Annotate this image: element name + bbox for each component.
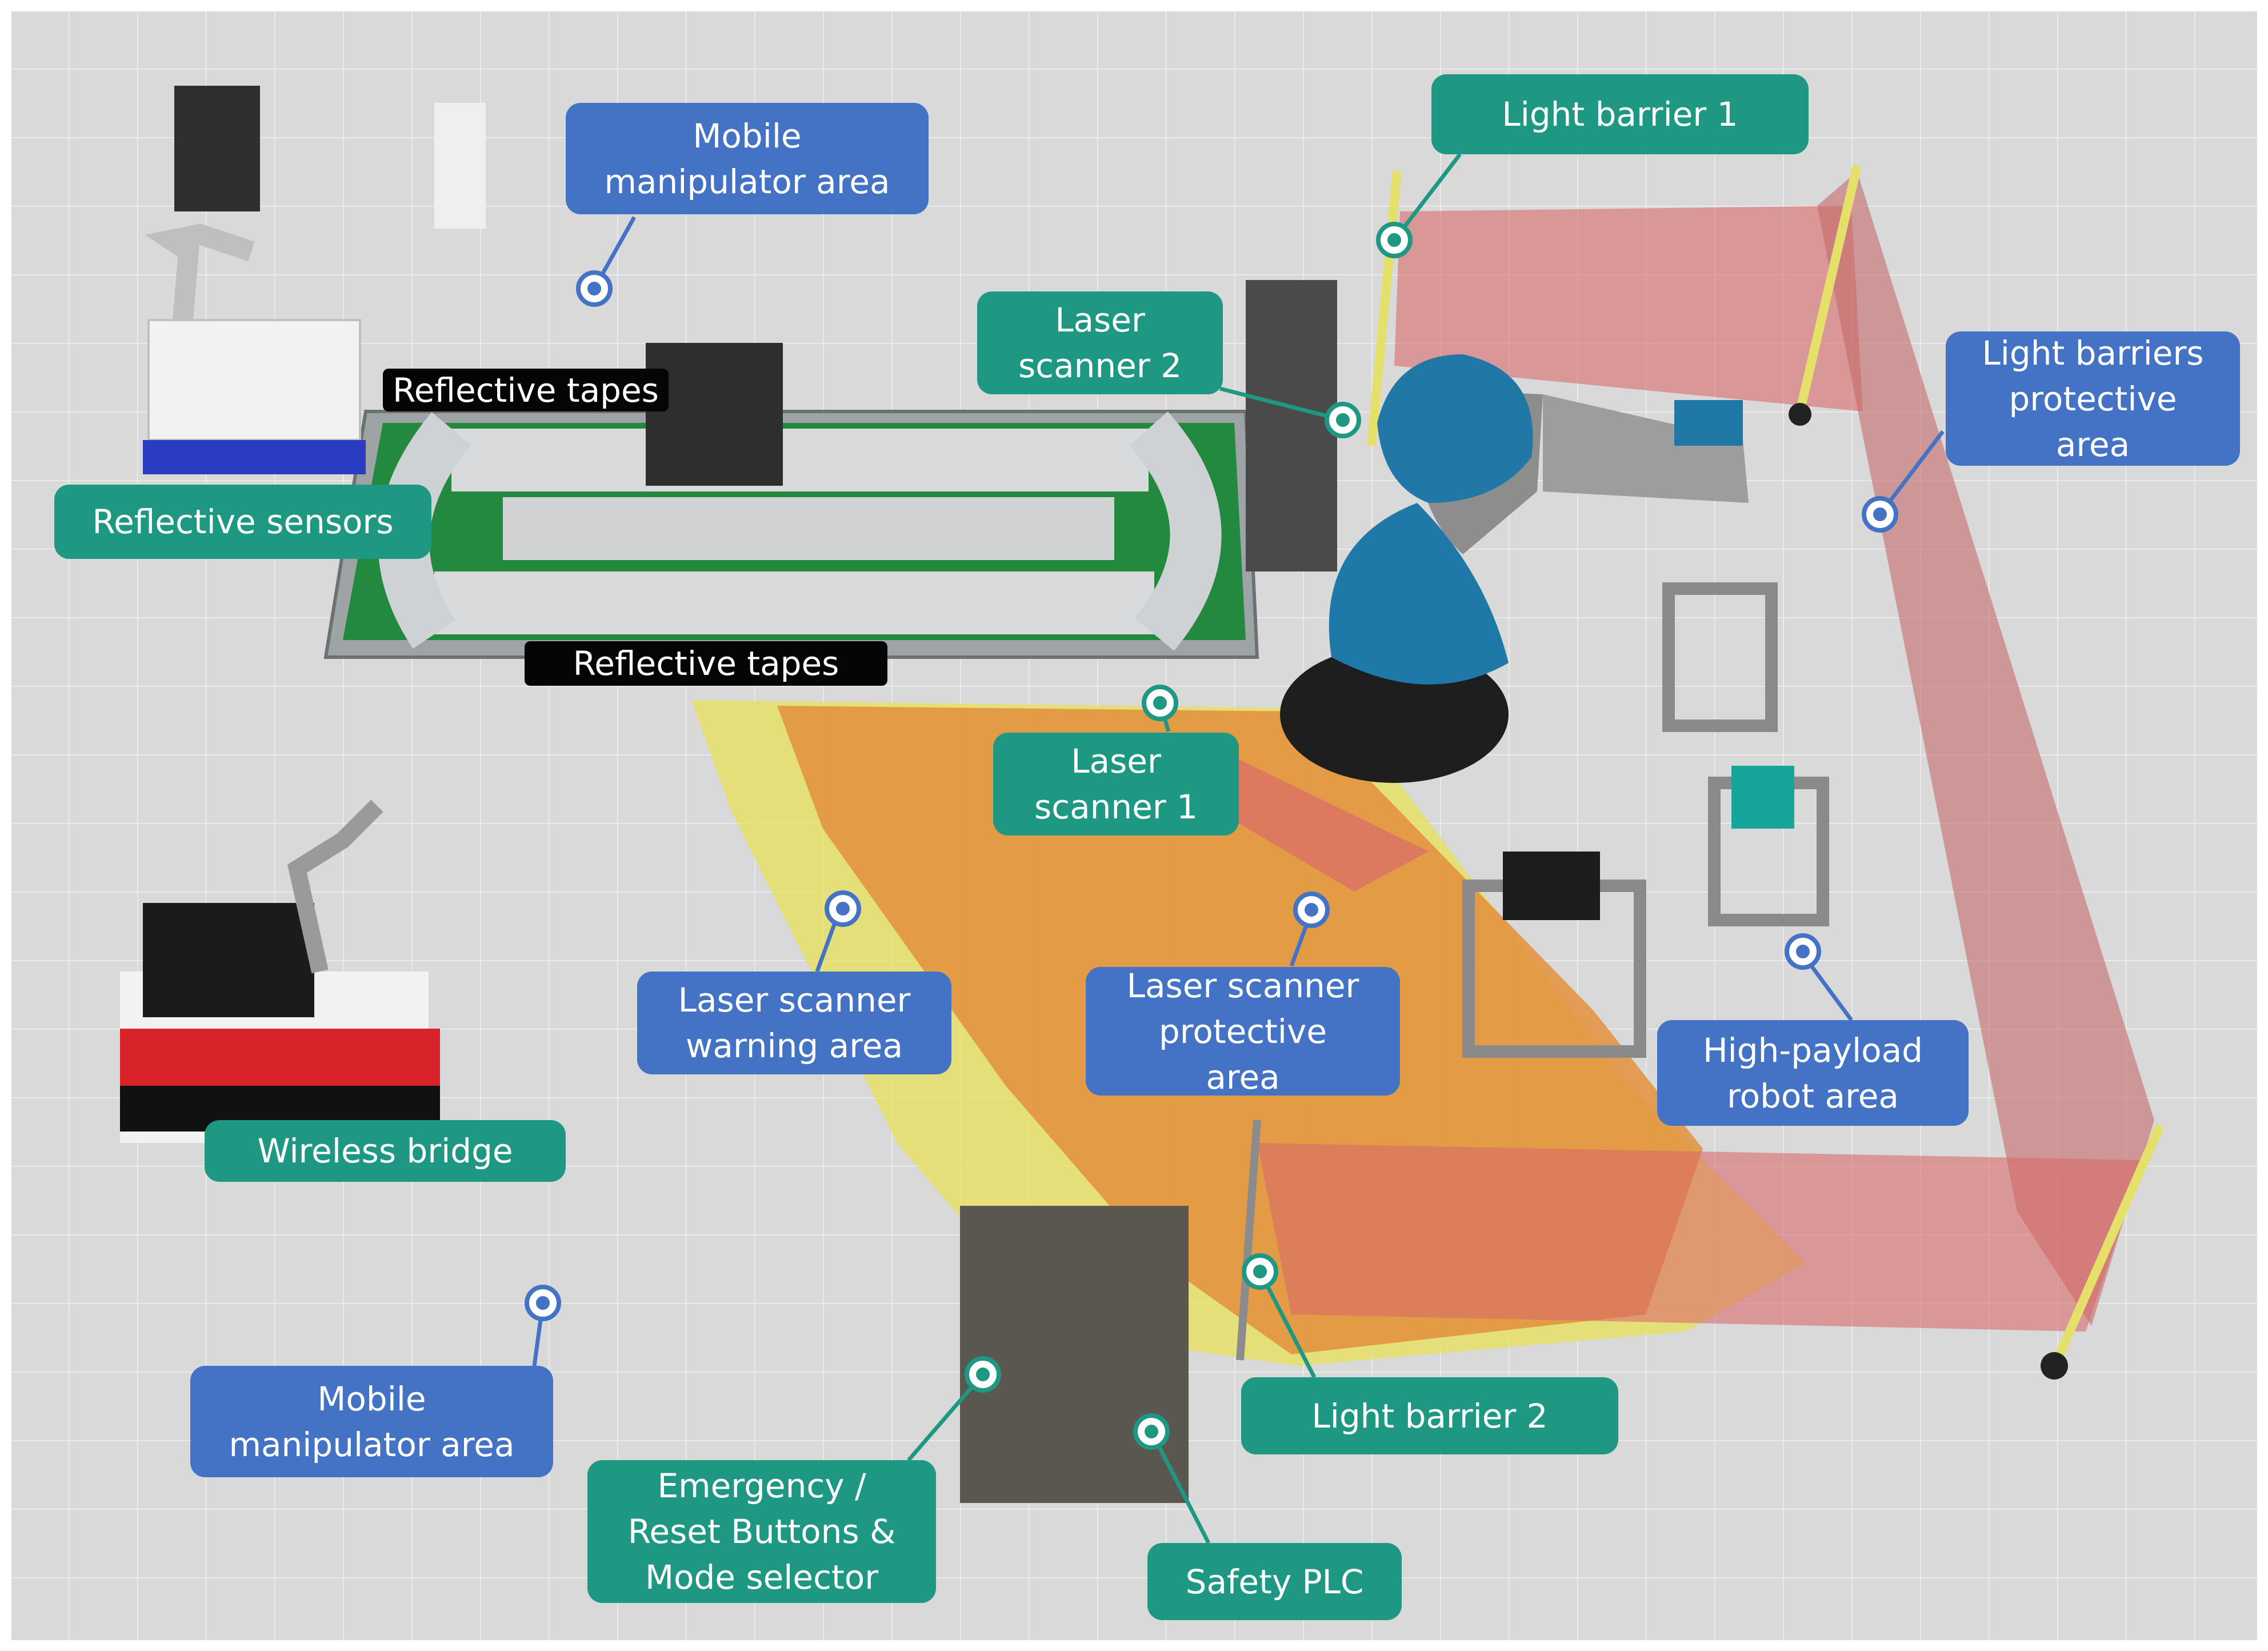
conveyor-track-top (451, 429, 1149, 491)
robot-upper-arm (1543, 394, 1749, 503)
engine-part (646, 343, 783, 486)
conveyor-track-bottom (434, 571, 1154, 634)
teal-leader-lines (907, 153, 1462, 1544)
robot-shoulder (1377, 354, 1533, 503)
laser-scanner-2-cabinet (1246, 280, 1337, 571)
callout-safety-plc: Safety PLC (1147, 1543, 1402, 1620)
agv-rack (143, 903, 314, 1017)
callout-laser-scanner-1: Laser scanner 1 (993, 733, 1239, 836)
callout-light-barrier-2: Light barrier 2 (1241, 1377, 1618, 1454)
callout-light-barriers-protective-area: Light barriers protective area (1946, 331, 2240, 466)
fixture-stand (1662, 582, 1778, 732)
gripper-tool (1503, 852, 1600, 920)
light-barrier-zone-top (1394, 206, 1863, 411)
light-barrier-post (1795, 165, 1862, 413)
scanner-overlap-zone (1229, 754, 1429, 892)
callout-mobile-manipulator-area-bottom: Mobile manipulator area (190, 1366, 553, 1477)
callout-reflective-sensors: Reflective sensors (54, 485, 431, 559)
teal-location-pins (965, 222, 1413, 1450)
light-barrier-zone-side (1817, 171, 2154, 1326)
rack-block (174, 86, 260, 211)
callout-emergency-reset-buttons: Emergency / Reset Buttons & Mode selecto… (587, 1460, 936, 1603)
barrier-base (1789, 403, 1811, 426)
callout-light-barrier-1: Light barrier 1 (1431, 74, 1809, 154)
light-barrier-zone-bottom (1257, 1143, 2143, 1332)
callout-wireless-bridge: Wireless bridge (205, 1120, 566, 1182)
mobile-robot-body (147, 319, 361, 441)
tower-stand (434, 103, 486, 229)
conveyor-center (503, 497, 1114, 560)
light-barrier-post (1367, 171, 1402, 446)
mobile-robot-base (143, 440, 366, 474)
barrier-base (2041, 1352, 2068, 1380)
safety-plc-cabinet (960, 1206, 1189, 1503)
robot-wrist (1674, 400, 1743, 446)
mobile-robot-arm (145, 223, 255, 321)
fixture-part (1731, 766, 1794, 829)
callout-high-payload-robot-area: High-payload robot area (1657, 1020, 1969, 1126)
tag-reflective-tapes-bottom: Reflective tapes (525, 641, 887, 686)
callout-laser-scanner-protective-area: Laser scanner protective area (1086, 966, 1400, 1097)
tag-reflective-tapes-top: Reflective tapes (383, 369, 669, 411)
agv-arm (287, 799, 383, 974)
conveyor-curve-right (1129, 411, 1222, 651)
blue-location-pins (525, 270, 1898, 1321)
light-barrier-post (2053, 1124, 2165, 1362)
callout-laser-scanner-2: Laser scanner 2 (977, 291, 1223, 394)
robot-lower-arm (1329, 503, 1509, 685)
callout-laser-scanner-warning-area: Laser scanner warning area (637, 972, 951, 1074)
light-barrier-post (1236, 1120, 1261, 1361)
callout-mobile-manipulator-area-top: Mobile manipulator area (566, 103, 929, 214)
